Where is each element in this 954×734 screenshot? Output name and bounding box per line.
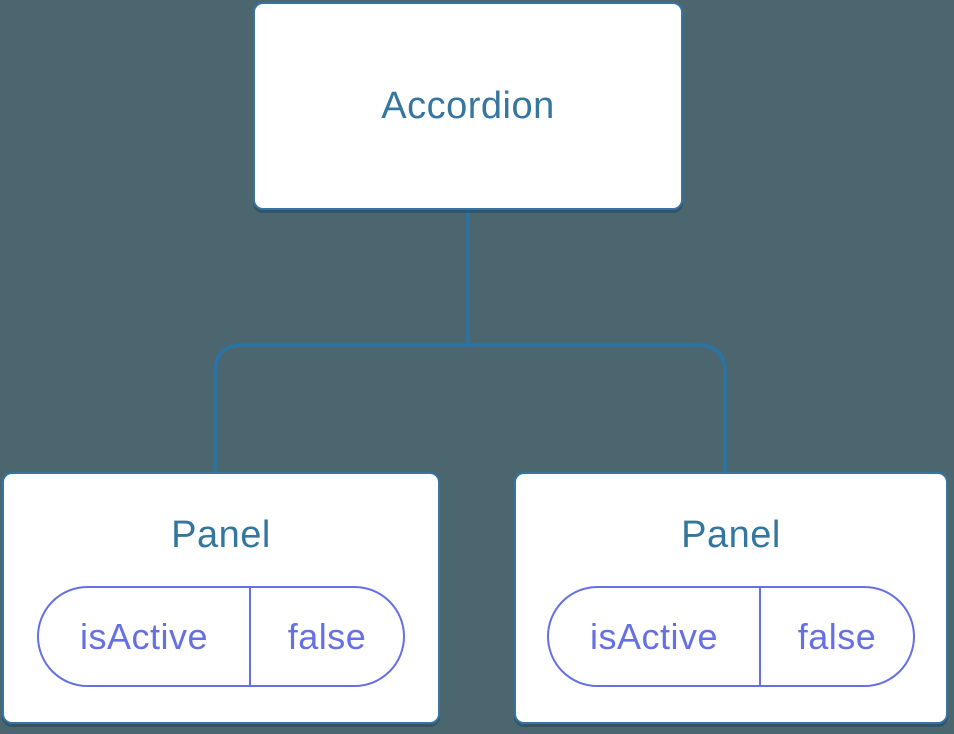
state-value: false bbox=[287, 615, 367, 657]
state-key: isActive bbox=[549, 588, 761, 685]
node-panel-2-label: Panel bbox=[681, 514, 781, 556]
node-panel-2: Panel isActive false bbox=[514, 472, 948, 724]
connector-branch bbox=[213, 343, 727, 472]
node-panel-1: Panel isActive false bbox=[2, 472, 440, 724]
state-pill: isActive false bbox=[37, 586, 405, 687]
state-value: false bbox=[797, 615, 877, 657]
node-accordion: Accordion bbox=[253, 2, 683, 210]
node-panel-1-label: Panel bbox=[171, 514, 271, 556]
node-accordion-label: Accordion bbox=[381, 85, 555, 127]
state-pill: isActive false bbox=[547, 586, 915, 687]
state-key: isActive bbox=[39, 588, 251, 685]
